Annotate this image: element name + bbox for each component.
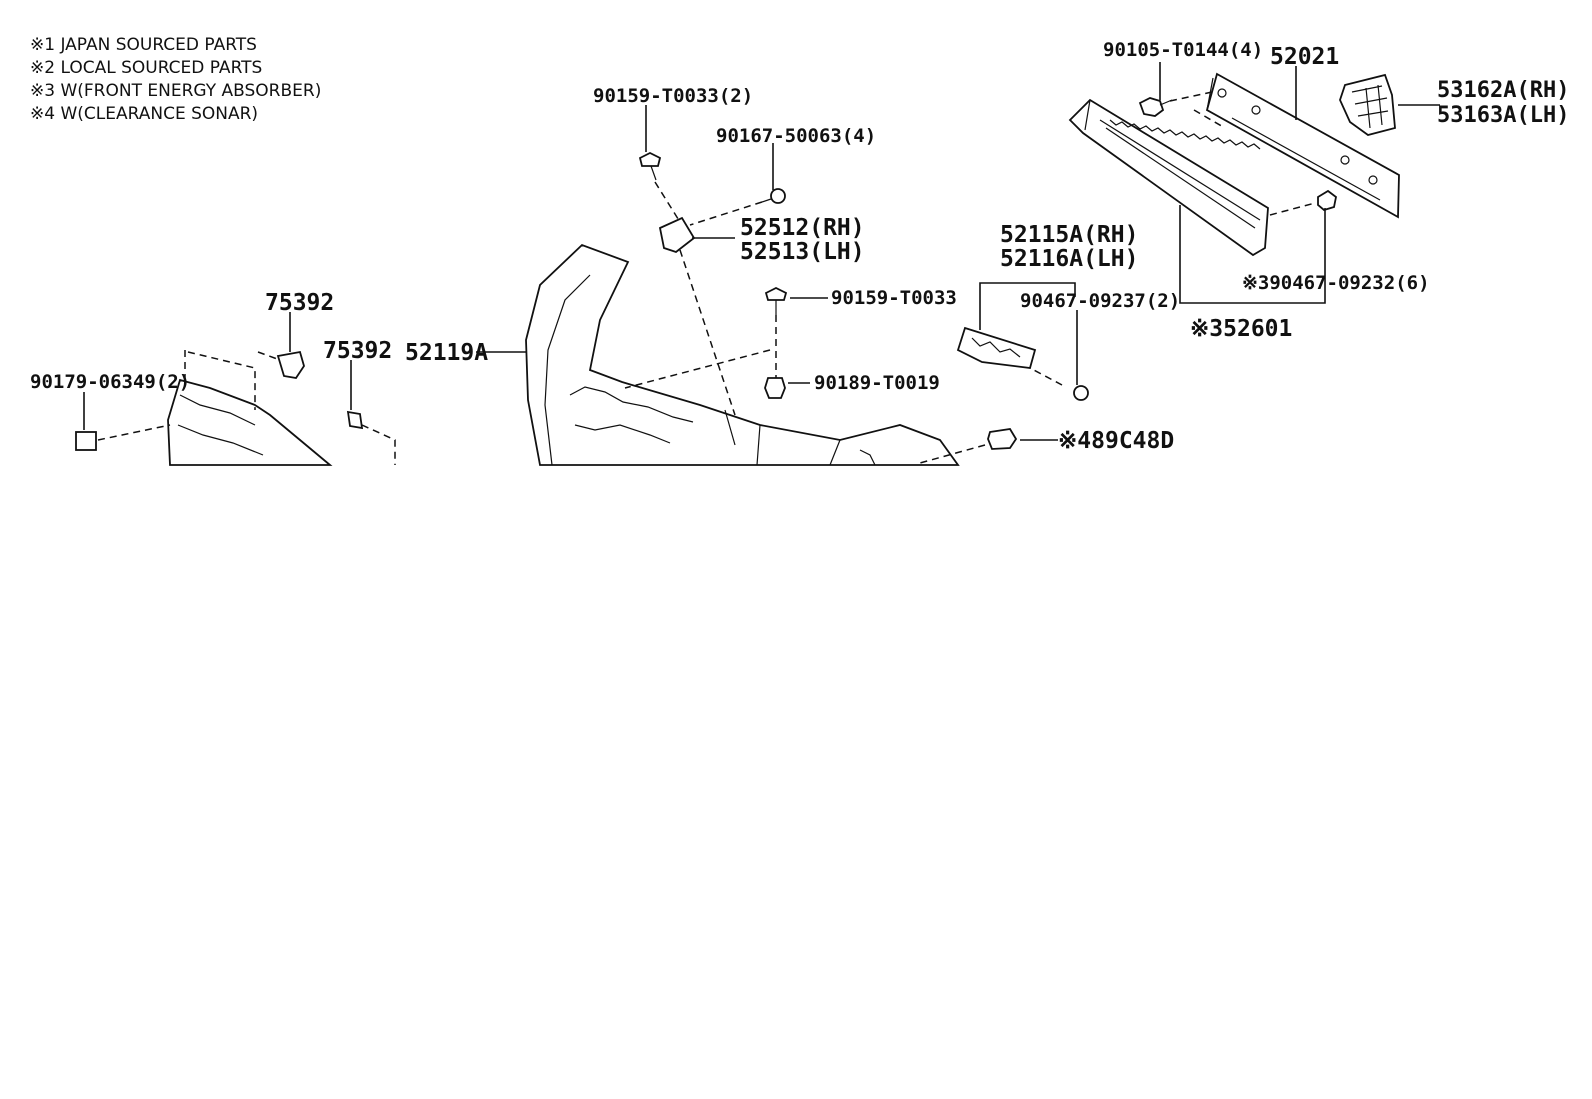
- notes-legend: ※1 JAPAN SOURCED PARTS ※2 LOCAL SOURCED …: [30, 35, 321, 124]
- label-52512[interactable]: 52512(RH): [740, 215, 865, 241]
- label-52021[interactable]: 52021: [1270, 44, 1339, 70]
- label-53162a[interactable]: 53162A(RH): [1437, 78, 1569, 103]
- bracket-52512-shape: [658, 216, 696, 254]
- label-90167-50063[interactable]: 90167-50063(4): [716, 125, 876, 147]
- label-52115a[interactable]: 52115A(RH): [1000, 222, 1138, 248]
- leader-lines: [83, 62, 1440, 441]
- nut-90179-shape: [75, 431, 97, 451]
- reinforcement-bar-shape: [1205, 72, 1400, 219]
- label-52116a[interactable]: 52116A(LH): [1000, 246, 1138, 272]
- label-75392-a[interactable]: 75392: [265, 290, 334, 316]
- label-90467-09237[interactable]: 90467-09237(2): [1020, 290, 1180, 312]
- label-90179-06349[interactable]: 90179-06349(2): [30, 371, 190, 393]
- label-90105-t0144[interactable]: 90105-T0144(4): [1103, 39, 1263, 61]
- label-90467-09232[interactable]: ※390467-09232(6): [1242, 272, 1430, 294]
- note-japan-sourced: ※1 JAPAN SOURCED PARTS: [30, 35, 257, 55]
- note-front-energy-absorber: ※3 W(FRONT ENERGY ABSORBER): [30, 81, 321, 101]
- retainer-90467-09232-shape: [1317, 189, 1337, 212]
- bolt-90105-shape: [1138, 97, 1173, 117]
- note-clearance-sonar: ※4 W(CLEARANCE SONAR): [30, 104, 258, 124]
- part-labels-large: 52021 52512(RH) 52513(LH) 52115A(RH) 521…: [265, 44, 1339, 454]
- bolt-90167-shape: [761, 188, 786, 204]
- part-labels: 90105-T0144(4) 53162A(RH) 53163A(LH) 901…: [30, 39, 1569, 394]
- label-89c48d[interactable]: ※489C48D: [1058, 428, 1174, 454]
- label-90159-t0033-2[interactable]: 90159-T0033(2): [593, 85, 753, 107]
- dashed-lines: [97, 91, 1316, 465]
- label-75392-b[interactable]: 75392: [323, 338, 392, 364]
- clip-75392-a-shape: [276, 350, 305, 379]
- label-90159-t0033[interactable]: 90159-T0033: [831, 287, 957, 309]
- lower-grille-shape: [167, 378, 333, 466]
- note-local-sourced: ※2 LOCAL SOURCED PARTS: [30, 58, 262, 78]
- side-bracket-shape: [1339, 73, 1396, 136]
- screw-90159-shape: [764, 286, 788, 315]
- label-52601[interactable]: ※352601: [1190, 316, 1292, 342]
- label-52119a[interactable]: 52119A: [405, 340, 488, 366]
- bumper-cover-shape: [525, 243, 960, 466]
- label-90189-t0019[interactable]: 90189-T0019: [814, 372, 940, 394]
- clip-75392-b-shape: [346, 410, 364, 430]
- retainer-90467-09237-shape: [1073, 385, 1089, 401]
- bumper-bracket-shape: [956, 326, 1037, 369]
- clip-90189-shape: [764, 377, 786, 399]
- sonar-retainer-shape: [987, 428, 1018, 450]
- label-53163a[interactable]: 53163A(LH): [1437, 103, 1569, 128]
- energy-absorber-shape: [1068, 98, 1269, 257]
- label-52513[interactable]: 52513(LH): [740, 239, 865, 265]
- screw-90159-2-shape: [638, 151, 662, 181]
